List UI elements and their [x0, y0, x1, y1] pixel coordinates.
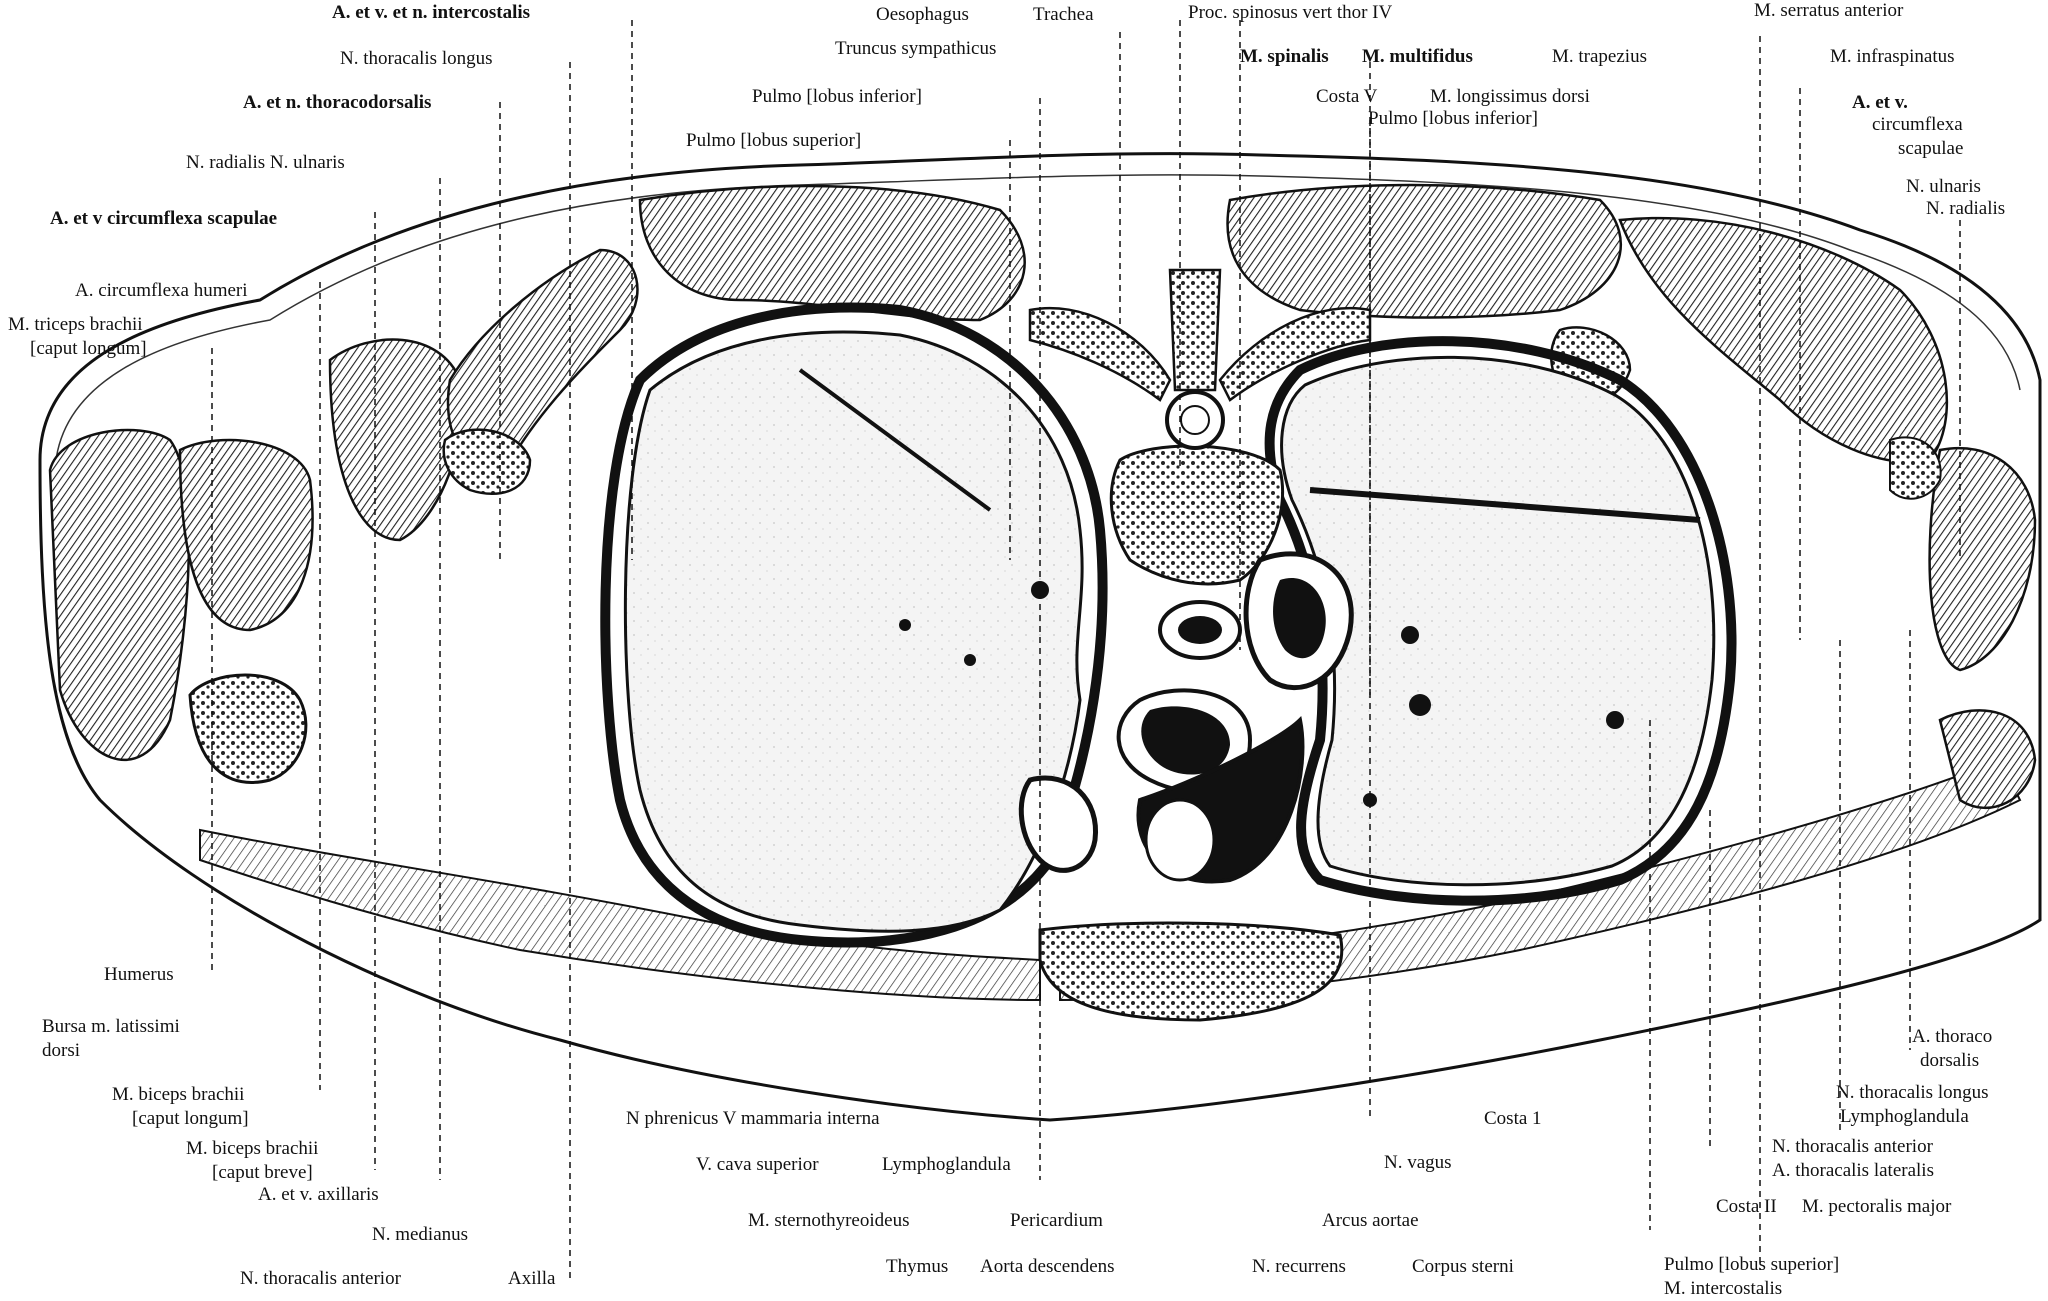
label-bursa-dorsi: dorsi — [42, 1040, 80, 1061]
label-a-thoraco: A. thoraco — [1912, 1026, 1993, 1047]
label-pulmo-lobus-inferior-left: Pulmo [lobus inferior] — [752, 86, 922, 107]
label-lymphoglandula-right: Lymphoglandula — [1840, 1106, 1969, 1127]
label-m-longissimus-dorsi: M. longissimus dorsi — [1430, 86, 1590, 107]
label-n-ulnaris-right: N. ulnaris — [1906, 176, 1981, 197]
label-m-trapezius: M. trapezius — [1552, 46, 1647, 67]
label-circumflexa-humeri: A. circumflexa humeri — [75, 280, 248, 301]
label-m-pectoralis-major: M. pectoralis major — [1802, 1196, 1952, 1217]
left-lung — [623, 330, 1084, 933]
label-m-multifidus: M. multifidus — [1362, 46, 1473, 67]
label-biceps-longum: M. biceps brachii — [112, 1084, 245, 1105]
label-pericardium: Pericardium — [1010, 1210, 1103, 1231]
label-circumflexa-scapulae-left: A. et v circumflexa scapulae — [50, 208, 278, 229]
label-lymphoglandula-center: Lymphoglandula — [882, 1154, 1011, 1175]
label-truncus-sympathicus: Truncus sympathicus — [835, 38, 997, 59]
label-costa-ii: Costa II — [1716, 1196, 1777, 1217]
label-corpus-sterni: Corpus sterni — [1412, 1256, 1514, 1277]
label-thoracodorsalis: A. et n. thoracodorsalis — [243, 92, 432, 113]
label-aorta-descendens: Aorta descendens — [980, 1256, 1115, 1277]
label-radialis-ulnaris: N. radialis N. ulnaris — [186, 152, 345, 173]
corpus-sterni — [1038, 921, 1344, 1022]
label-m-infraspinatus: M. infraspinatus — [1830, 46, 1955, 67]
label-triceps-caput-longum: [caput longum] — [30, 338, 147, 359]
humerus — [188, 673, 308, 784]
label-n-vagus: N. vagus — [1384, 1152, 1452, 1173]
label-n-recurrens: N. recurrens — [1252, 1256, 1346, 1277]
label-a-et-v-right: A. et v. — [1852, 92, 1908, 113]
label-v-cava-superior: V. cava superior — [696, 1154, 819, 1175]
label-m-serratus-anterior: M. serratus anterior — [1754, 0, 1904, 21]
label-pulmo-lobus-superior-bottom: Pulmo [lobus superior] — [1664, 1254, 1840, 1275]
label-costa-1: Costa 1 — [1484, 1108, 1542, 1129]
label-scapulae-right: scapulae — [1898, 138, 1964, 159]
label-sternothyreoideus: M. sternothyreoideus — [748, 1210, 910, 1231]
label-n-thoracalis-anterior-right: N. thoracalis anterior — [1772, 1136, 1933, 1157]
label-pulmo-lobus-inferior-right: Pulmo [lobus inferior] — [1368, 108, 1538, 129]
label-a-thoracalis-lateralis: A. thoracalis lateralis — [1772, 1160, 1934, 1181]
label-arcus-aortae: Arcus aortae — [1322, 1210, 1419, 1231]
label-intercostalis: A. et v. et n. intercostalis — [332, 2, 531, 23]
label-costa-v: Costa V — [1316, 86, 1378, 107]
label-proc-spinosus: Proc. spinosus vert thor IV — [1188, 2, 1393, 23]
label-n-thoracalis-longus: N. thoracalis longus — [340, 48, 493, 69]
label-n-radialis-right: N. radialis — [1926, 198, 2006, 219]
label-n-medianus: N. medianus — [372, 1224, 469, 1245]
label-a-thoraco-dorsalis: dorsalis — [1920, 1050, 1980, 1071]
label-triceps-brachii: M. triceps brachii — [8, 314, 143, 335]
label-circumflexa-right: circumflexa — [1872, 114, 1963, 135]
label-oesophagus: Oesophagus — [876, 4, 969, 25]
label-n-thoracalis-longus-right: N. thoracalis longus — [1836, 1082, 1989, 1103]
label-pulmo-lobus-superior-top: Pulmo [lobus superior] — [686, 130, 862, 151]
label-trachea: Trachea — [1033, 4, 1094, 25]
label-m-intercostalis: M. intercostalis — [1664, 1278, 1783, 1299]
label-biceps-longum-caput: [caput longum] — [132, 1108, 249, 1129]
label-biceps-breve: M. biceps brachii — [186, 1138, 319, 1159]
label-thymus: Thymus — [886, 1256, 949, 1277]
label-n-thoracalis-anterior-left: N. thoracalis anterior — [240, 1268, 401, 1289]
label-axillaris: A. et v. axillaris — [258, 1184, 379, 1205]
label-humerus: Humerus — [104, 964, 174, 985]
label-biceps-breve-caput: [caput breve] — [212, 1162, 313, 1183]
label-axilla: Axilla — [508, 1268, 556, 1289]
label-phrenicus-mammaria: N phrenicus V mammaria interna — [626, 1108, 880, 1129]
label-bursa-latissimi: Bursa m. latissimi — [42, 1016, 180, 1037]
label-m-spinalis: M. spinalis — [1240, 46, 1329, 67]
